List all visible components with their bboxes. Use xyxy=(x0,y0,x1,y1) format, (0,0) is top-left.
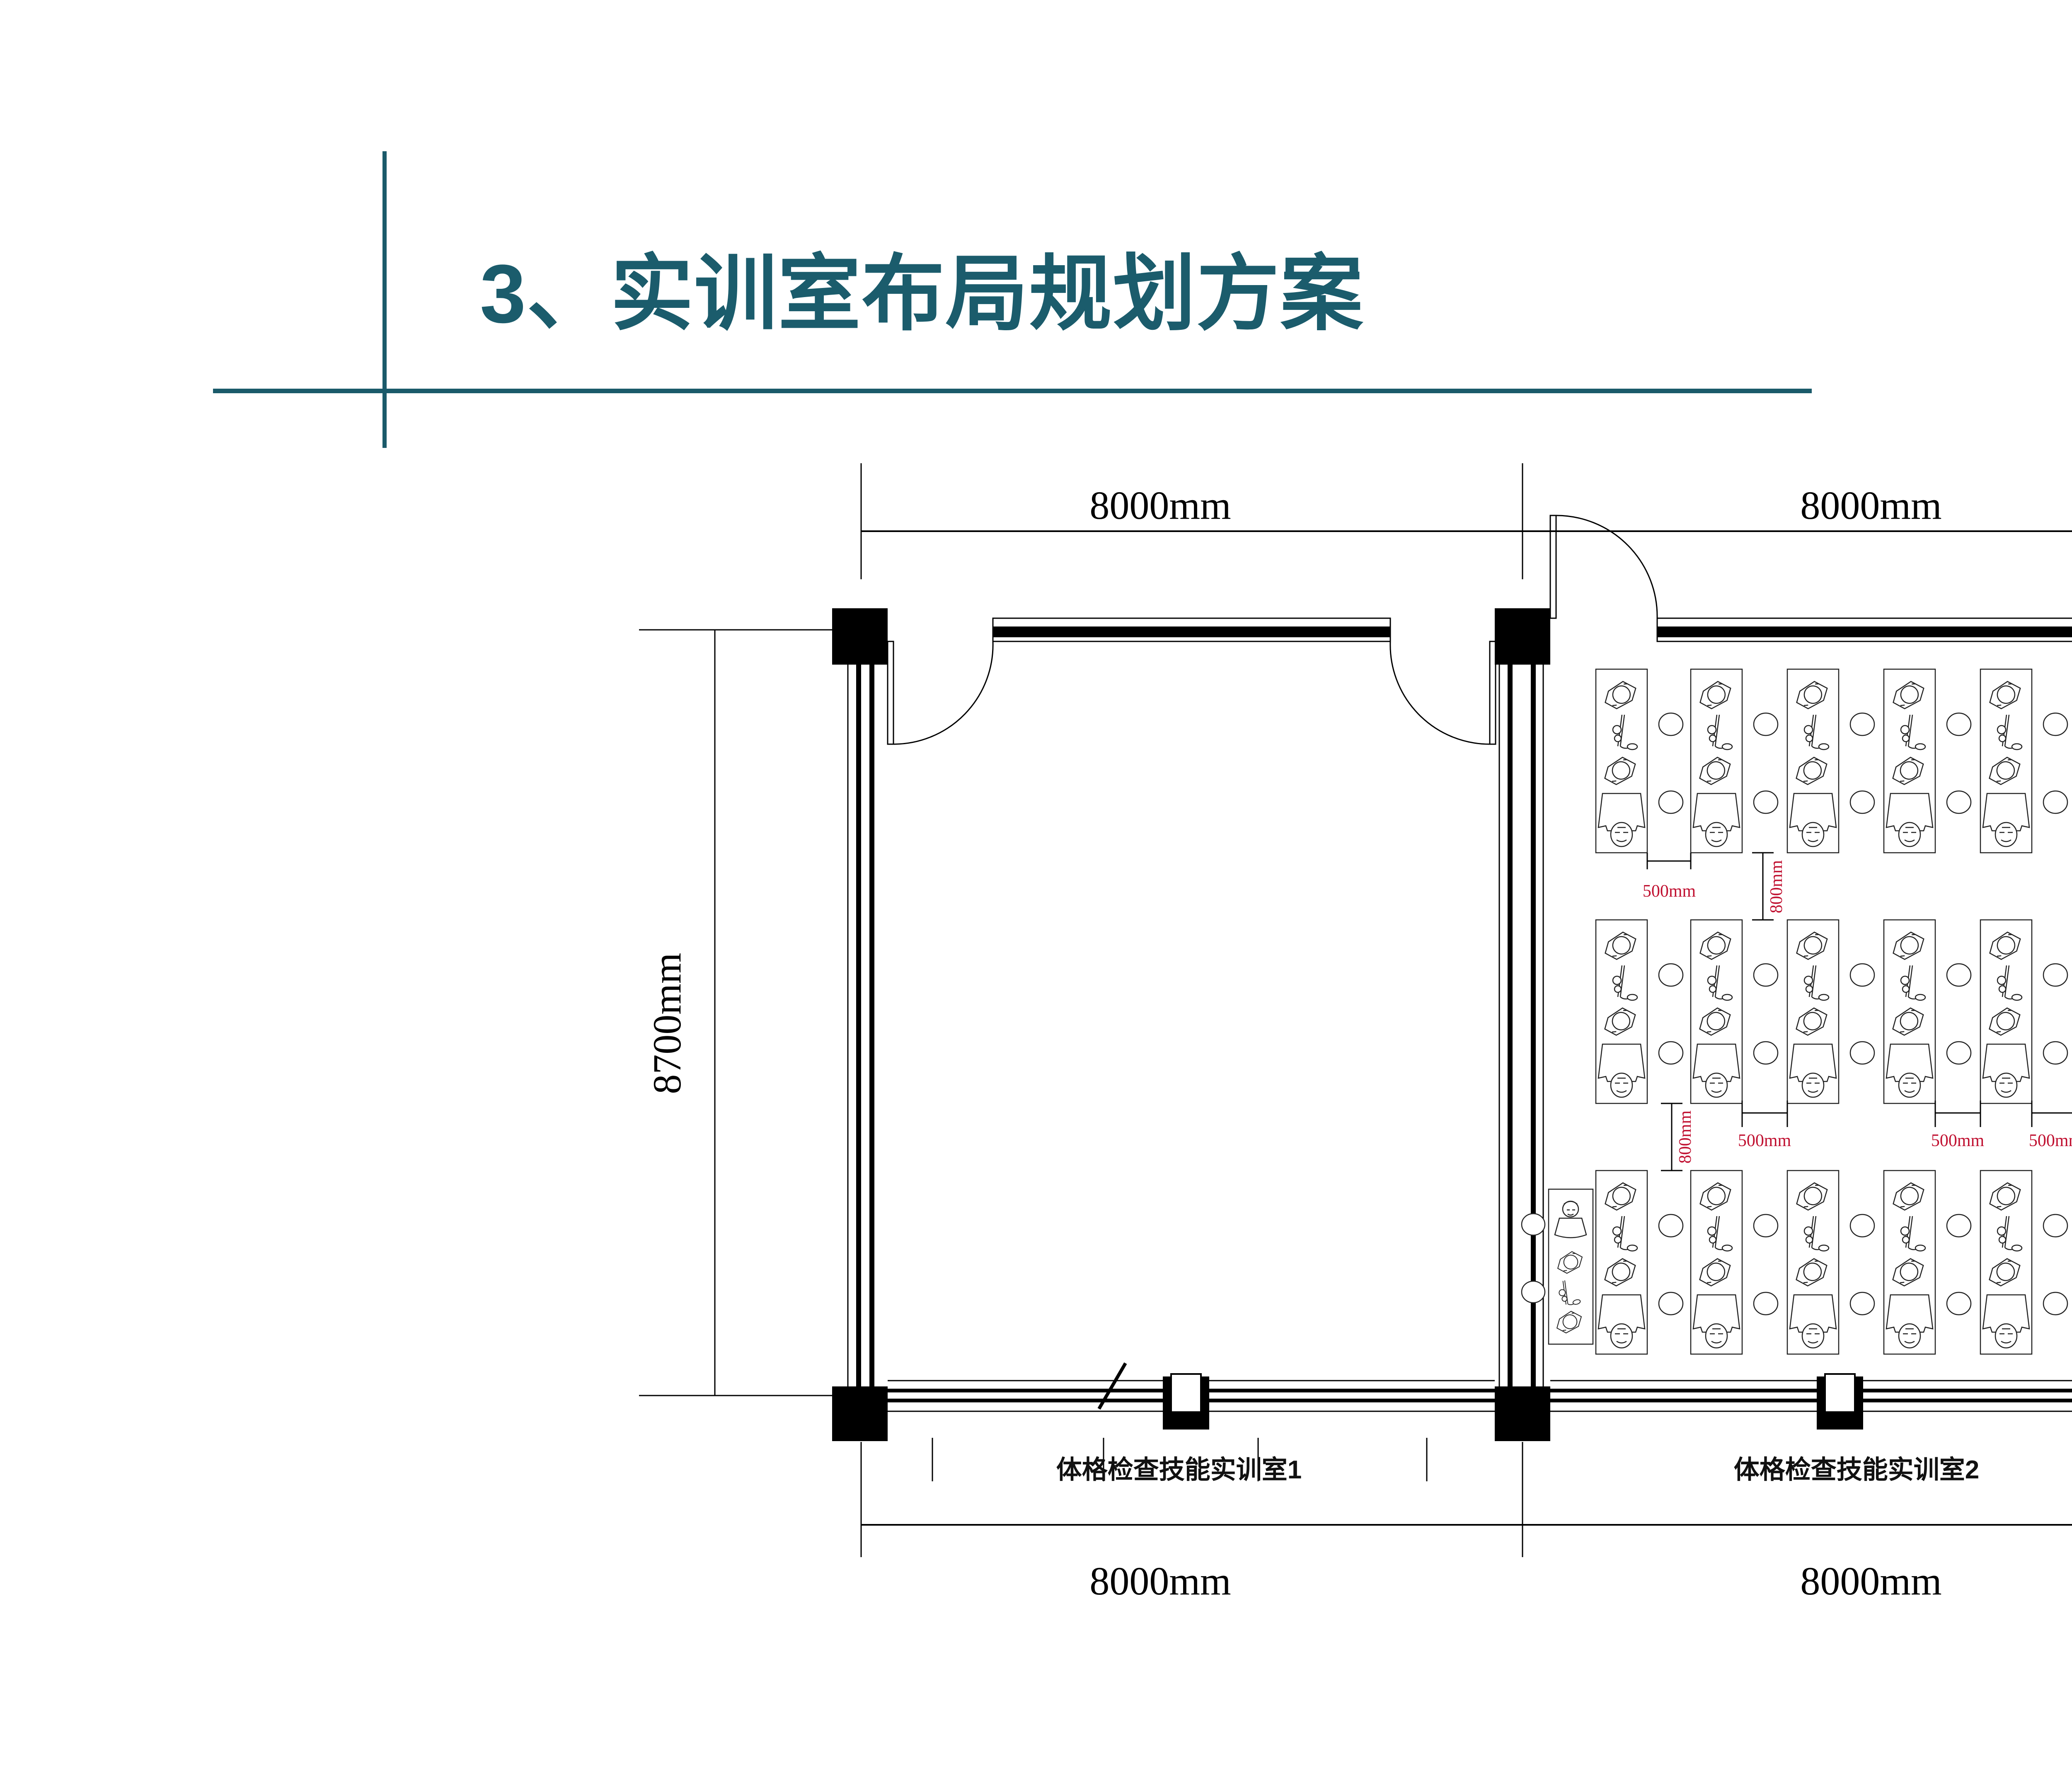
exam-table xyxy=(1596,1171,1683,1354)
walls xyxy=(832,515,2072,1481)
structural-columns xyxy=(832,608,1550,1441)
red-dim-800-row1: 800mm xyxy=(1767,860,1786,914)
room1-label: 体格检查技能实训室1 xyxy=(1056,1456,1302,1484)
red-spacing-dims: 500mm 800mm 800mm 500mm 500mm 500mm xyxy=(1643,852,2072,1171)
red-dim-500-b: 500mm xyxy=(1931,1131,1985,1150)
red-dim-500-c: 500mm xyxy=(2029,1131,2072,1150)
dim-side-left: 8700mm xyxy=(645,953,689,1094)
exam-table xyxy=(1596,669,1683,853)
dim-top-room2: 8000mm xyxy=(1800,483,1941,527)
exam-table xyxy=(1884,669,1971,853)
exam-table xyxy=(1980,669,2067,853)
exam-table xyxy=(1884,920,1971,1103)
dim-top-room1: 8000mm xyxy=(1089,483,1231,527)
stool xyxy=(1521,1213,1546,1236)
accent-horizontal-line xyxy=(213,389,1812,393)
bottom-door-room2 xyxy=(1817,1373,1863,1430)
exam-table xyxy=(1980,920,2067,1103)
accent-vertical-line xyxy=(382,151,387,448)
dimensions-bottom: 8000mm 8000mm xyxy=(860,1442,2072,1603)
exam-table xyxy=(1691,669,1778,853)
dimension-left: 8700mm xyxy=(639,629,840,1396)
exam-table xyxy=(1787,669,1874,853)
stool xyxy=(1521,1280,1546,1304)
exam-table xyxy=(1884,1171,1971,1354)
bottom-door-room1 xyxy=(1163,1373,1209,1430)
room2-furniture xyxy=(1521,669,2072,1354)
red-dim-500-a: 500mm xyxy=(1738,1131,1791,1150)
attendant-station xyxy=(1549,1189,1593,1344)
bottom-window-band xyxy=(888,1380,2072,1412)
exam-table xyxy=(1980,1171,2067,1354)
dim-bottom-room2: 8000mm xyxy=(1800,1559,1941,1603)
exam-table xyxy=(1787,920,1874,1103)
red-dim-500-row1: 500mm xyxy=(1643,882,1696,901)
exam-table xyxy=(1596,920,1683,1103)
page-title: 3、实训室布局规划方案 xyxy=(480,248,1364,340)
exam-table xyxy=(1787,1171,1874,1354)
window-break-mark xyxy=(1097,1362,1127,1410)
exam-table xyxy=(1691,920,1778,1103)
red-dim-800-row2: 800mm xyxy=(1676,1110,1695,1164)
dim-bottom-room1: 8000mm xyxy=(1089,1559,1231,1603)
room2-label: 体格检查技能实训室2 xyxy=(1734,1456,1979,1484)
exam-table xyxy=(1691,1171,1778,1354)
dimensions-top: 8000mm 8000mm xyxy=(860,463,2072,579)
